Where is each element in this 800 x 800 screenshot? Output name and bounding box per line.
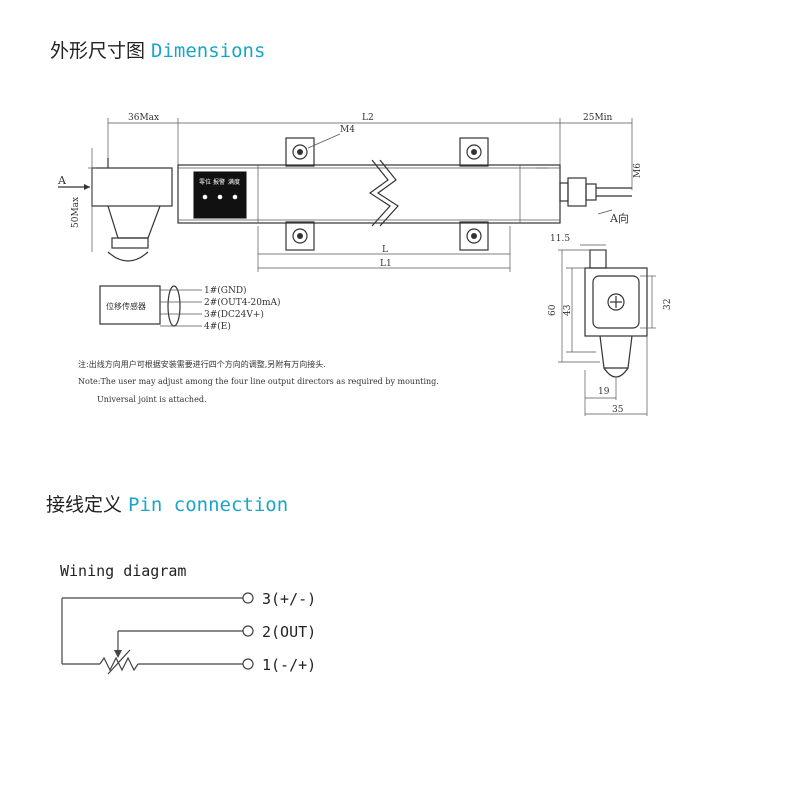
dimensions-heading-en: Dimensions [151,40,266,62]
sensor-body [177,159,561,227]
side-view [558,244,656,416]
pin-4: 4#(E) [204,321,231,332]
wiring-title: Wining diagram [60,562,186,580]
dim-60: 60 [548,304,558,316]
sensor-wiring-box [99,285,202,327]
sensor-box-label: 位移传感器 [106,301,146,311]
terminal-1: 1(-/+) [262,656,316,674]
dim-36max: 36Max [128,113,159,123]
terminal-2: 2(OUT) [262,623,316,641]
note-zh: 注:出线方向用户可根据安装需要进行四个方向的调整,另附有万向接头. [78,359,326,369]
left-end-block [88,148,173,262]
rod-end [536,167,632,207]
arrow-a-direction-leader [597,209,613,215]
dim-35: 35 [612,405,624,415]
note-en-2: Universal joint is attached. [97,395,206,404]
pin-connection-heading-en: Pin connection [128,494,289,516]
dim-l: L [382,245,388,255]
arrow-a-direction: A向 [609,211,629,225]
panel-label-alarm: 报警 [213,178,225,186]
dim-50max: 50Max [71,197,81,228]
arrow-a-label: A [57,174,67,187]
panel-label-full: 满度 [228,178,240,186]
pin-1: 1#(GND) [204,285,247,296]
dimensions-heading-zh: 外形尺寸图 [50,40,146,62]
dim-25min: 25Min [583,113,613,123]
bottom-dimension-lines [257,226,511,272]
dim-l2: L2 [362,113,374,123]
panel-label-zero: 零位 [199,178,211,186]
pin-connection-heading-zh: 接线定义 [46,494,123,516]
pin-3: 3#(DC24V+) [204,309,264,320]
top-dimension-lines [107,118,633,190]
terminal-3: 3(+/-) [262,590,316,608]
m4-leader [307,133,341,149]
arrow-a-head [84,184,90,190]
dim-19: 19 [598,387,610,397]
dim-l1: L1 [380,259,392,269]
dim-43: 43 [563,304,573,316]
pin-2: 2#(OUT4-20mA) [204,297,281,308]
wiring-diagram [61,592,254,675]
dim-m6: M6 [633,163,643,178]
dim-32: 32 [663,299,673,310]
dim-m4: M4 [340,125,355,135]
note-en-1: Note:The user may adjust among the four … [78,377,439,386]
dim-11-5: 11.5 [550,234,570,244]
mounting-brackets [285,137,489,251]
